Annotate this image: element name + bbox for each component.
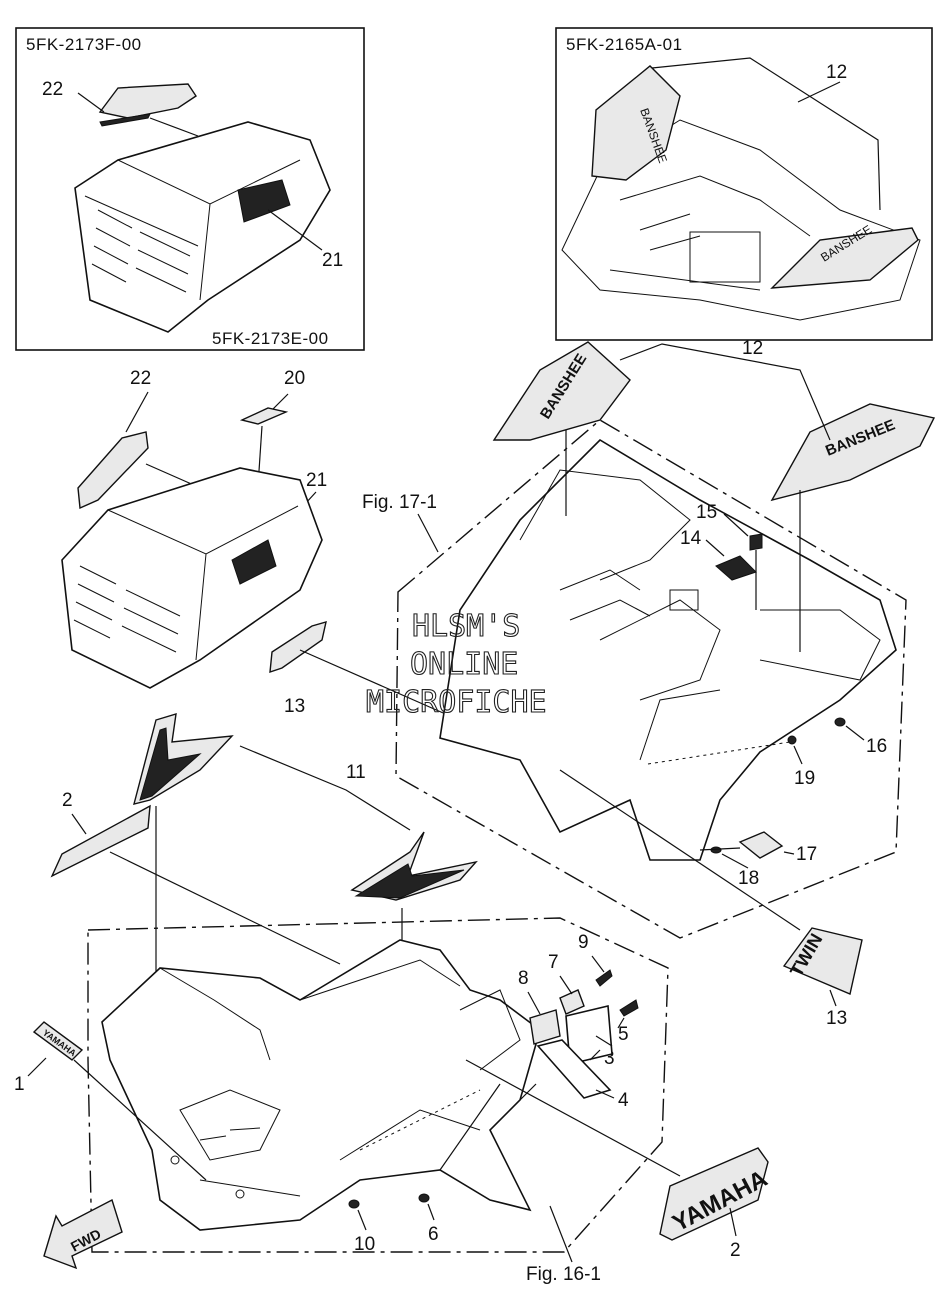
screw-15 [749,533,763,551]
inset-right-panel: 5FK-2165A-01 12 BANSHEE BANSHEE [555,27,933,341]
decal-20 [239,407,289,425]
fig-16-ref: Fig. 16-1 [526,1264,601,1285]
callout-12-inset: 12 [826,62,847,83]
callout-13-right: 13 [826,1008,847,1029]
callout-1: 1 [14,1074,25,1095]
callout-21: 21 [306,470,327,491]
callout-3: 3 [604,1048,615,1069]
decal-13-small [269,621,327,674]
callout-10: 10 [354,1234,375,1255]
rear-body-main: 22 20 21 13 [61,368,451,717]
inset-right-code-top: 5FK-2165A-01 [566,35,683,54]
decal-22-inset-stripe [99,113,151,127]
callout-14: 14 [680,528,702,549]
decal-2-stripe: 2 [50,790,341,965]
decal-12-inset-right [770,227,919,289]
rear-fender-assembly: Fig. 17-1 BANSHEE BANSHEE 12 15 14 16 [362,338,936,939]
callout-18: 18 [738,868,759,889]
callout-2-bottom: 2 [730,1240,741,1261]
callout-22-inset: 22 [42,79,63,100]
bolt-9 [595,969,613,987]
bracket-8 [529,1009,561,1045]
decal-2-yamaha [659,1147,769,1241]
rivet-19 [787,735,797,745]
watermark-line2: ONLINE [410,647,518,682]
bolt-5 [619,999,639,1017]
callout-22: 22 [130,368,151,389]
callout-21-inset: 21 [322,250,343,271]
inset-left-code-bottom: 5FK-2173E-00 [212,329,329,348]
callout-17: 17 [796,844,817,865]
decal-12-left [492,341,631,441]
callout-20: 20 [284,368,305,389]
callout-19: 19 [794,768,815,789]
front-fender-assembly: Fig. 16-1 YAMAHA 1 9 7 8 5 3 4 [14,917,772,1285]
plate-17 [738,831,784,859]
grommet-16 [834,717,846,727]
decal-21-inset [237,179,291,223]
decal-12-inset-left [591,65,681,181]
decal-22 [77,431,149,510]
callout-16: 16 [866,736,887,757]
plate-7 [559,989,585,1015]
fwd-arrow [43,1198,123,1270]
callout-12: 12 [742,338,763,359]
watermark-line1: HLSM'S [412,609,520,644]
decal-11-group: 11 [133,713,478,1126]
fig-17-ref: Fig. 17-1 [362,492,437,513]
inset-left-panel: 5FK-2173F-00 5FK-2173E-00 22 21 [15,27,365,351]
bracket-4 [536,1039,612,1099]
callout-15: 15 [696,502,717,523]
inset-left-code-top: 5FK-2173F-00 [26,35,142,54]
decal-13-twin: TWIN 13 [559,769,863,1029]
callout-4: 4 [618,1090,629,1111]
decal-12-right [770,403,936,502]
decal-1 [32,1021,84,1061]
grommet-6 [418,1193,430,1203]
screw-18 [710,846,722,854]
decal-21 [231,539,277,585]
callout-7: 7 [548,952,559,973]
callout-9: 9 [578,932,589,953]
grommet-10 [348,1199,360,1209]
watermark: HLSM'S ONLINE MICROFICHE [365,608,547,720]
callout-13-left: 13 [284,696,305,717]
callout-11: 11 [346,762,366,783]
watermark-line3: MICROFICHE [366,685,547,720]
rear-body-inset [74,121,331,333]
callout-8: 8 [518,968,529,989]
callout-2-top: 2 [62,790,73,811]
callout-6: 6 [428,1224,439,1245]
callout-5: 5 [618,1024,629,1045]
